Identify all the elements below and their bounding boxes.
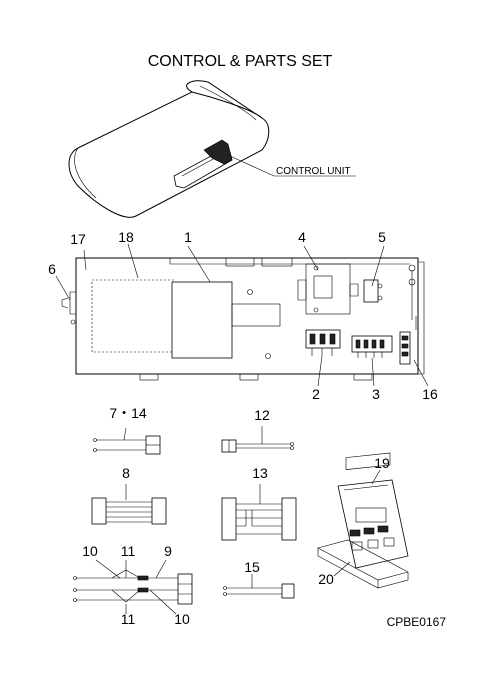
label-16: 16 bbox=[422, 386, 438, 402]
harness-8 bbox=[91, 484, 167, 525]
label-7-14: 7・14 bbox=[109, 405, 147, 421]
label-4: 4 bbox=[298, 229, 306, 245]
label-2: 2 bbox=[312, 386, 320, 402]
indoor-unit-housing bbox=[68, 80, 270, 218]
control-unit bbox=[173, 139, 233, 189]
label-5: 5 bbox=[378, 229, 386, 245]
control-unit-leader bbox=[229, 155, 356, 177]
label-9: 9 bbox=[164, 543, 172, 559]
label-20: 20 bbox=[318, 571, 334, 587]
fuse-holder bbox=[363, 279, 379, 303]
drawing-code: CPBE0167 bbox=[387, 615, 447, 629]
label-17: 17 bbox=[70, 231, 86, 247]
harness-12 bbox=[221, 426, 294, 453]
control-box-leaders bbox=[55, 243, 429, 387]
thermistor-holder bbox=[61, 291, 77, 325]
terminal-block-control bbox=[351, 335, 393, 358]
control-unit-label: CONTROL UNIT bbox=[276, 166, 351, 177]
remote-controller bbox=[337, 452, 409, 569]
label-19: 19 bbox=[374, 455, 390, 471]
label-12: 12 bbox=[254, 407, 270, 423]
label-11-top: 11 bbox=[121, 543, 136, 559]
side-connector bbox=[399, 264, 417, 365]
label-1: 1 bbox=[184, 229, 192, 245]
terminal-block-power bbox=[305, 329, 341, 356]
pcb-outline bbox=[91, 279, 175, 353]
label-6: 6 bbox=[48, 261, 56, 277]
harness-15 bbox=[223, 574, 295, 599]
label-13: 13 bbox=[252, 465, 268, 481]
controller-holder bbox=[317, 539, 409, 589]
label-10-top: 10 bbox=[82, 543, 98, 559]
label-11-bottom: 11 bbox=[121, 611, 136, 627]
control-box bbox=[61, 257, 425, 381]
label-8: 8 bbox=[122, 465, 130, 481]
diagram-title: CONTROL & PARTS SET bbox=[148, 53, 333, 70]
harness-13 bbox=[221, 484, 297, 541]
harness-9-10-11 bbox=[73, 559, 193, 615]
harness-7-14 bbox=[93, 427, 161, 455]
label-15: 15 bbox=[244, 559, 260, 575]
transformer bbox=[305, 263, 351, 315]
main-pcb bbox=[171, 281, 233, 359]
label-3: 3 bbox=[372, 386, 380, 402]
label-10-bottom: 10 bbox=[174, 611, 190, 627]
label-18: 18 bbox=[118, 229, 134, 245]
